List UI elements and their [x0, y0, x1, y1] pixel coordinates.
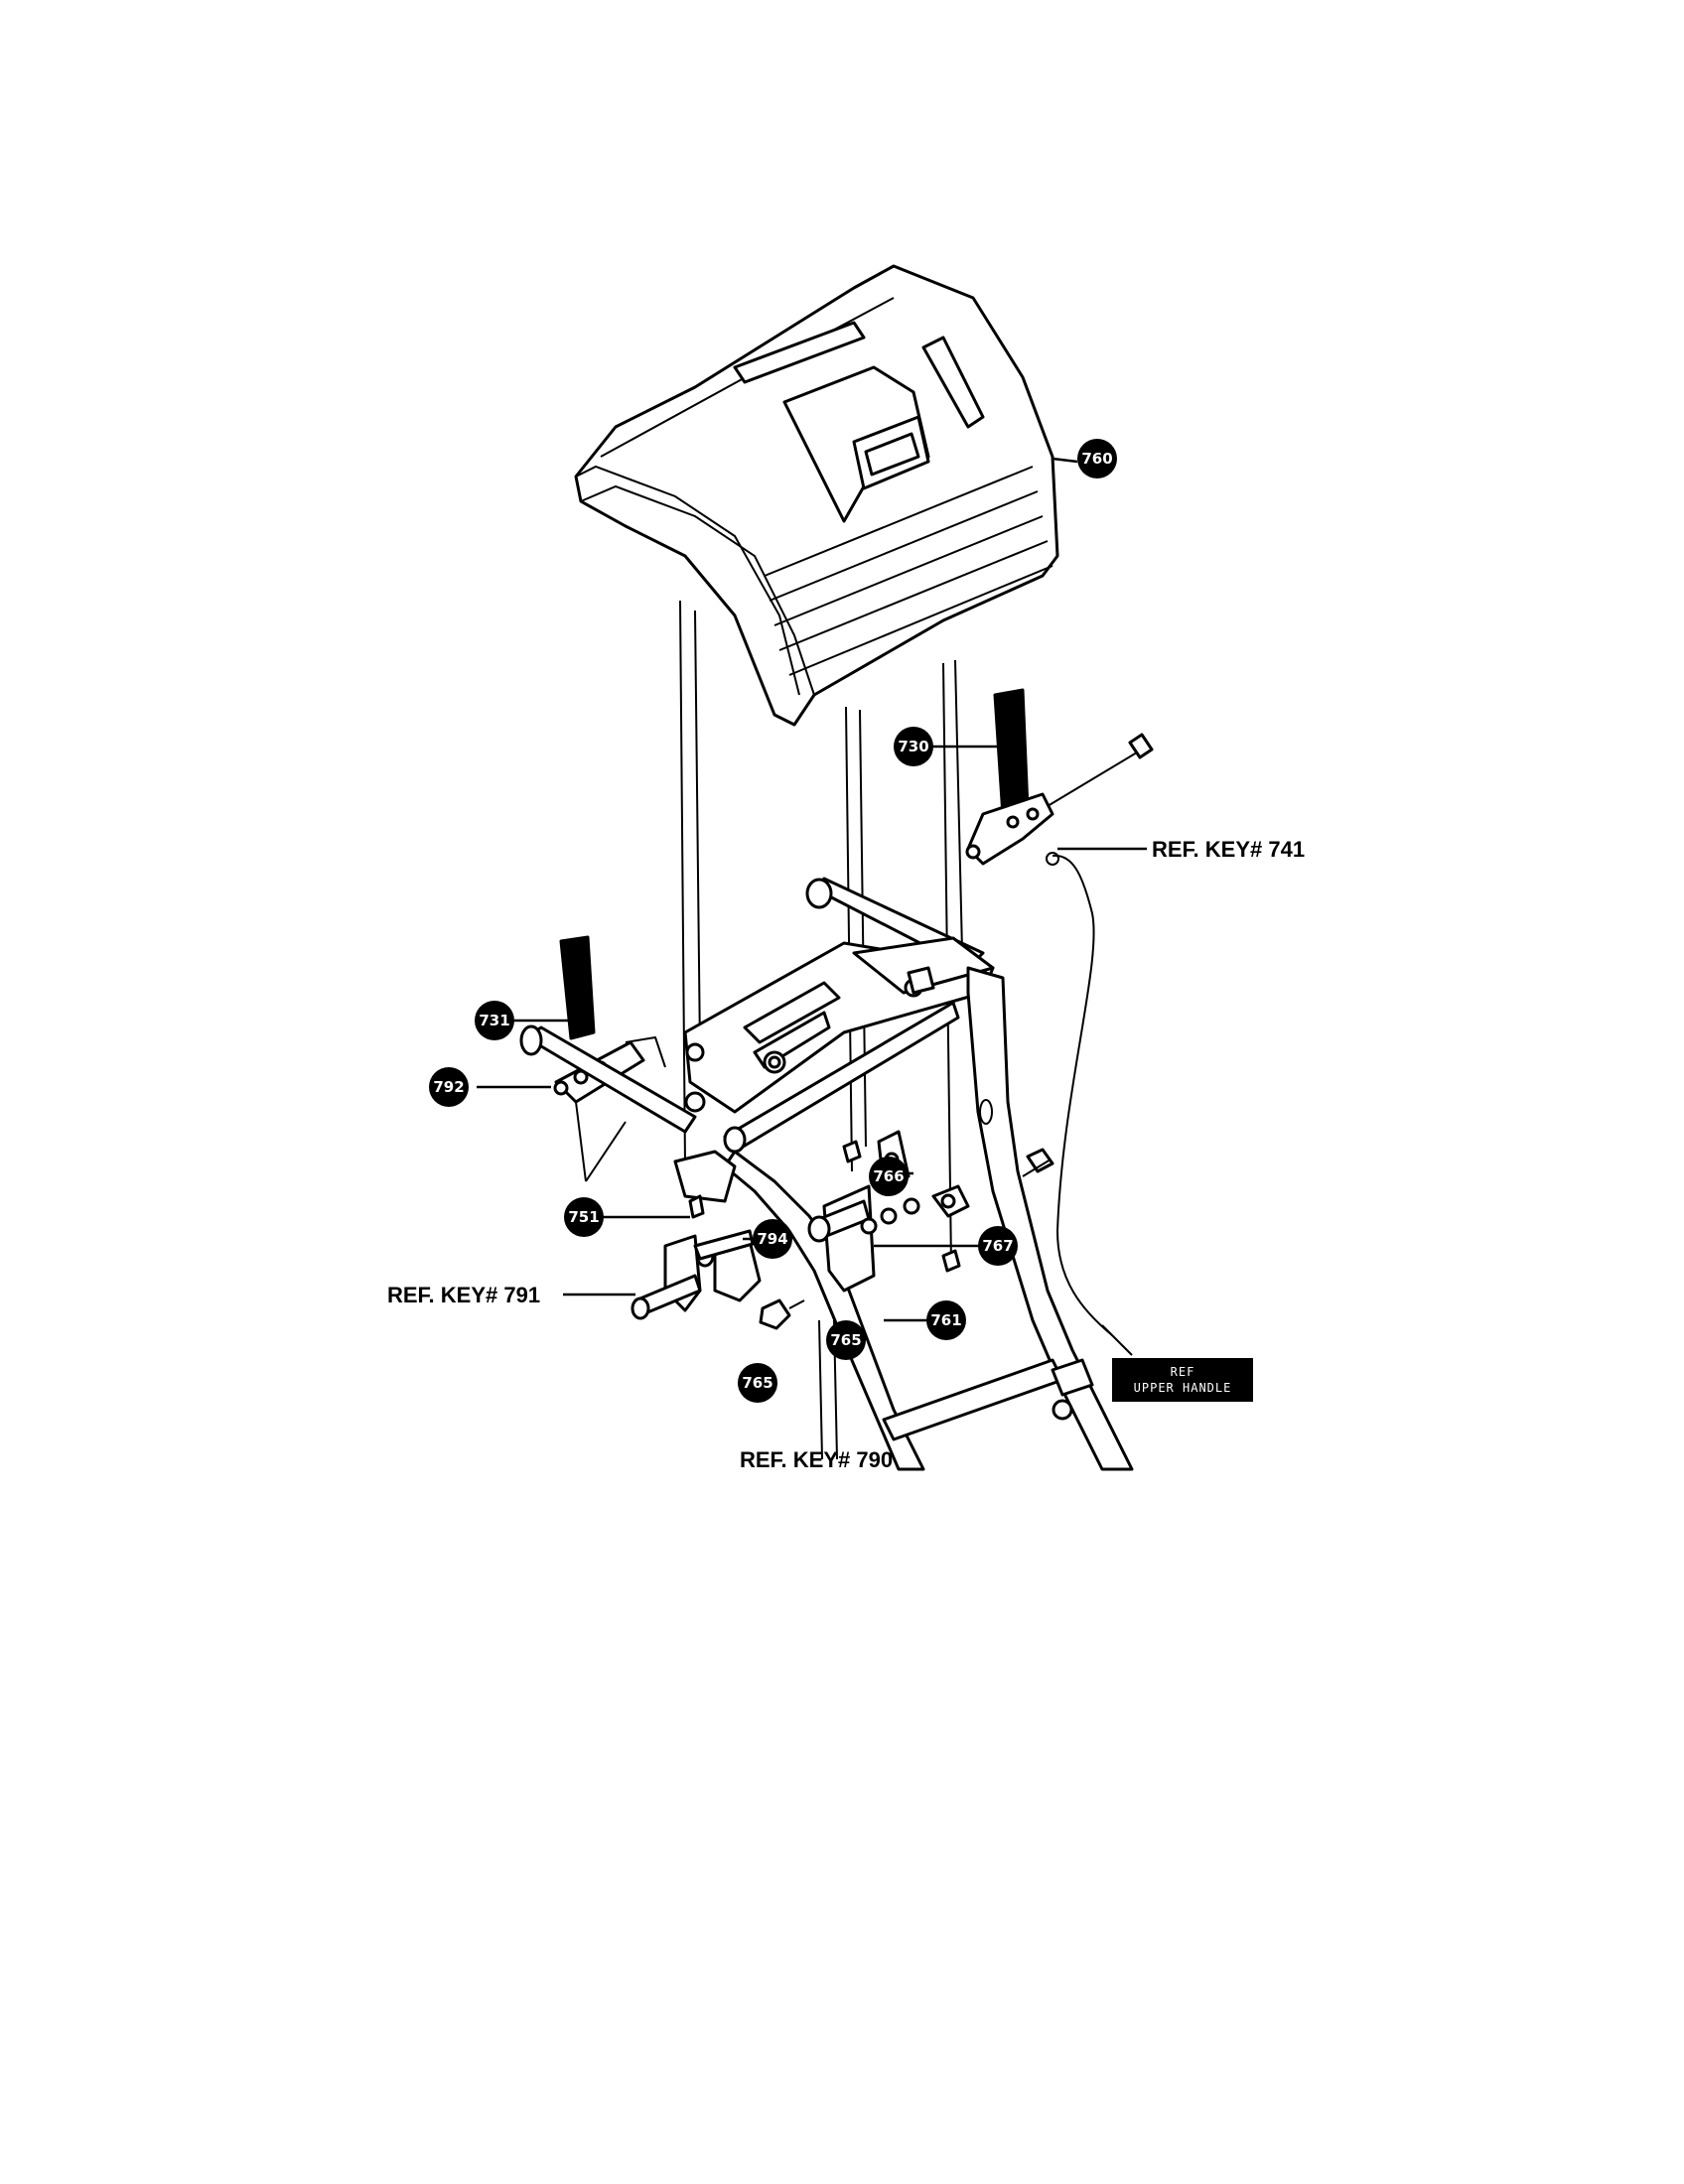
upper-handle-label-line2: UPPER HANDLE	[1134, 1381, 1232, 1395]
callout-765-lower: 765	[738, 1363, 777, 1403]
callout-731: 731	[475, 1001, 514, 1040]
left-shift-lever	[519, 935, 697, 1182]
callout-760: 760	[1077, 439, 1117, 478]
svg-text:730: 730	[898, 738, 928, 755]
control-panel-frame	[683, 877, 1134, 1471]
svg-text:792: 792	[433, 1078, 464, 1096]
callout-767: 767	[978, 1226, 1018, 1266]
ref-key-791-label: REF. KEY# 791	[387, 1283, 540, 1307]
svg-text:794: 794	[757, 1230, 787, 1248]
ref-key-790-label: REF. KEY# 790	[740, 1447, 893, 1472]
svg-text:767: 767	[982, 1237, 1013, 1255]
callout-766: 766	[869, 1157, 909, 1196]
svg-text:760: 760	[1081, 450, 1112, 468]
svg-text:731: 731	[479, 1012, 509, 1029]
callout-761: 761	[926, 1300, 966, 1340]
ref-key-741-label: REF. KEY# 741	[1152, 837, 1305, 862]
callout-730: 730	[894, 727, 933, 766]
callout-765-upper: 765	[826, 1320, 866, 1360]
svg-text:761: 761	[930, 1311, 961, 1329]
console-cover	[574, 264, 1059, 727]
upper-handle-reference-box: REF UPPER HANDLE	[1112, 1358, 1253, 1402]
upper-handle-label-line1: REF	[1171, 1365, 1195, 1379]
svg-text:765: 765	[742, 1374, 772, 1392]
svg-text:751: 751	[568, 1208, 599, 1226]
svg-text:766: 766	[873, 1167, 904, 1185]
right-shift-lever	[965, 688, 1154, 1356]
svg-text:765: 765	[830, 1331, 861, 1349]
callout-792: 792	[429, 1067, 469, 1107]
callout-794: 794	[753, 1219, 792, 1259]
callout-751: 751	[564, 1197, 604, 1237]
